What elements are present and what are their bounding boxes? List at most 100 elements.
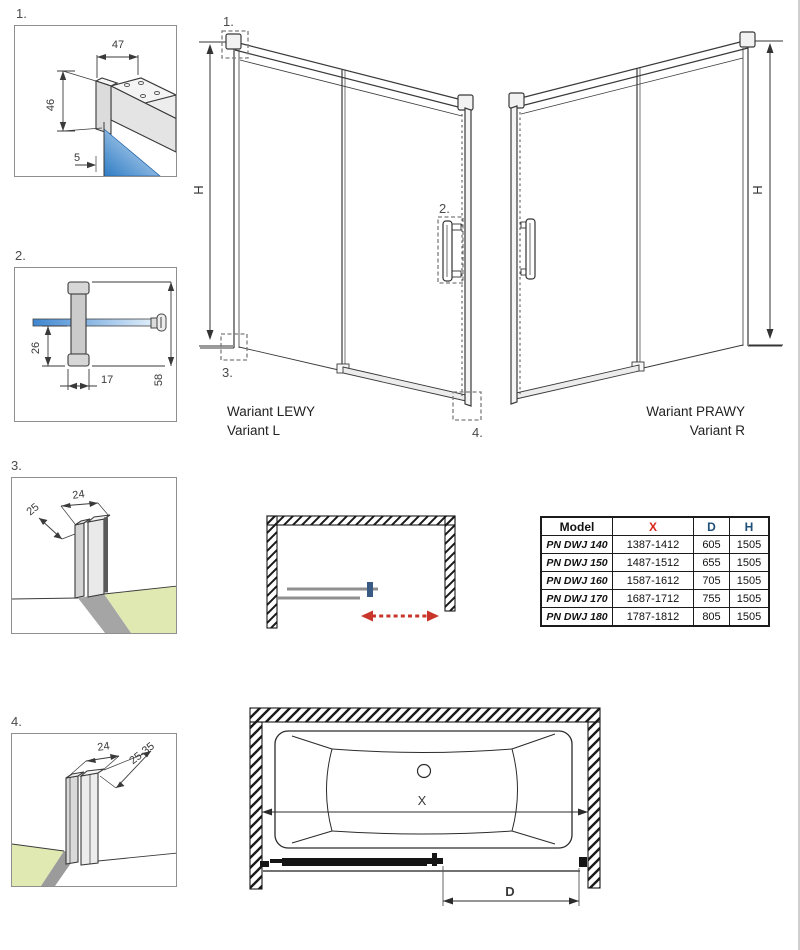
wall-profile-right: [579, 857, 587, 867]
left-door-drawing: H: [191, 14, 483, 440]
dim-17: [60, 369, 97, 390]
detail3-box-wall-profile: 24 25: [11, 477, 177, 634]
detail3-label: 3.: [11, 458, 22, 473]
top-rail-profile: [109, 77, 176, 153]
table-row: PN DWJ 150 1487-1512 655 1505: [540, 553, 770, 572]
floor-green: [12, 844, 64, 886]
detail4-box-adjust-profile: 24 25-35: [11, 733, 177, 887]
dim-47-text: 47: [112, 39, 124, 51]
door-screen-section: [260, 853, 587, 872]
model-cell: PN DWJ 140: [540, 535, 613, 554]
left-variant-title-en: Variant L: [227, 422, 281, 438]
callout-4-label: 4.: [472, 425, 483, 440]
left-door-handle: [442, 220, 462, 282]
callout-box-1: [221, 30, 249, 59]
col-header-d: D: [693, 516, 730, 536]
detail2-drawing: 26 17 58: [30, 281, 175, 390]
wall-profile-strip: [94, 77, 119, 135]
adjustable-profile-pair: [65, 768, 105, 866]
model-cell: PN DWJ 180: [540, 607, 613, 627]
dim-25: [38, 517, 76, 540]
col-header-model: Model: [540, 516, 613, 536]
detail2-label: 2.: [15, 248, 26, 263]
right-door-drawing: H: [508, 31, 783, 405]
callout-2-label: 2.: [439, 201, 450, 216]
bathtub-outline: [274, 730, 573, 849]
callout-1-label: 1.: [223, 14, 234, 29]
slide-direction-arrow-icon: [361, 610, 439, 622]
detail2-box-handle-section: 26 17 58: [14, 267, 177, 422]
floor-line-right: [103, 585, 176, 595]
dim-47: [96, 54, 139, 78]
x-cell: 1787-1812: [612, 607, 694, 627]
floor-line: [12, 843, 65, 852]
x-cell: 1487-1512: [612, 553, 694, 572]
dim-46-text: 46: [45, 99, 57, 111]
floor-gray-strip: [78, 594, 131, 633]
dim-5: [75, 156, 97, 172]
detail1-drawing: 47 46 5: [45, 39, 176, 176]
wall-anchor-knob: [150, 313, 167, 332]
d-cell: 755: [693, 589, 730, 608]
model-cell: PN DWJ 150: [540, 553, 613, 572]
drain-icon: [416, 763, 432, 779]
callout-box-4: [452, 391, 482, 421]
bathtub-plan-drawing: X D: [249, 707, 601, 906]
col-header-x: X: [612, 516, 694, 536]
h-cell: 1505: [729, 535, 770, 554]
d-cell: 655: [693, 553, 730, 572]
glass-panel-section: [32, 318, 156, 327]
detail4-drawing: 24 25-35: [12, 740, 176, 886]
dim-58-text: 58: [153, 374, 165, 386]
h-cell: 1505: [729, 553, 770, 572]
d-cell: 805: [693, 607, 730, 627]
detail3-drawing: 24 25: [12, 488, 176, 633]
h-cell: 1505: [729, 589, 770, 608]
dim-46: [57, 70, 110, 132]
h-cell: 1505: [729, 571, 770, 590]
dim-24-text: 24: [72, 488, 86, 502]
d-dimension: D: [442, 866, 580, 906]
right-variant-title-pl: Wariant PRAWY: [646, 404, 745, 419]
right-variant-title: Wariant PRAWY Variant R: [585, 403, 745, 440]
left-variant-title: Wariant LEWY Variant L: [227, 403, 397, 440]
left-variant-title-pl: Wariant LEWY: [227, 404, 316, 419]
wall-profile-pair: [74, 514, 111, 599]
dim-25-35: [99, 750, 152, 789]
callout-3-label: 3.: [222, 365, 233, 380]
d-dim-label: D: [505, 884, 514, 899]
table-row: PN DWJ 140 1387-1412 605 1505: [540, 535, 770, 554]
table-row: PN DWJ 170 1687-1712 755 1505: [540, 589, 770, 608]
dim-25-35-text: 25-35: [127, 740, 157, 767]
dim-5-text: 5: [74, 152, 80, 164]
wall-bracket-left: [260, 861, 269, 867]
table-row: PN DWJ 180 1787-1812 805 1505: [540, 607, 770, 627]
door-variants-drawing: H: [191, 14, 783, 440]
dim-58: [92, 281, 175, 367]
plan-handle-icon: [367, 582, 373, 597]
floor-line: [12, 597, 79, 600]
detail1-box-top-profile: 47 46 5: [14, 25, 177, 177]
dim-25-text: 25: [25, 501, 42, 518]
x-dimension: X: [262, 793, 588, 816]
dim-24: [60, 501, 110, 525]
right-h-label: H: [750, 185, 765, 194]
d-cell: 705: [693, 571, 730, 590]
left-door-frame: [200, 33, 474, 407]
callout-box-3: [220, 333, 248, 361]
detail1-label: 1.: [16, 6, 27, 21]
right-door-handle: [520, 218, 536, 280]
left-h-label: H: [191, 185, 206, 194]
door-panel-bar: [282, 858, 427, 866]
bathtub-walls: [249, 707, 601, 890]
col-header-h: H: [729, 516, 770, 536]
handle-section: [67, 281, 90, 367]
left-door-callout-boxes: [220, 30, 482, 421]
dim-26: [42, 325, 67, 367]
model-cell: PN DWJ 160: [540, 571, 613, 590]
detail4-label: 4.: [11, 714, 22, 729]
h-cell: 1505: [729, 607, 770, 627]
dim-24-text: 24: [97, 740, 111, 754]
plan-view-drawing: [266, 515, 456, 629]
